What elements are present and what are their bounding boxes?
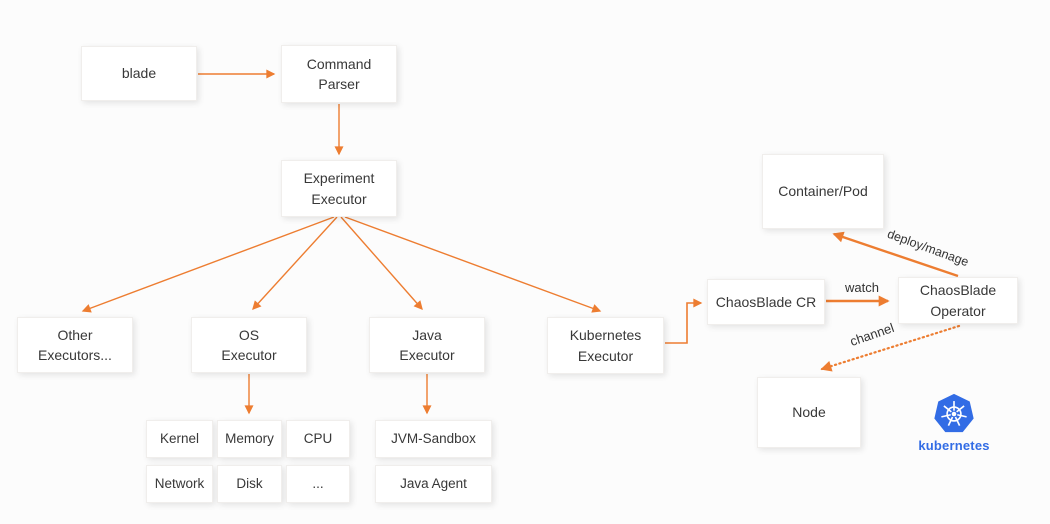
kubernetes-logo-label: kubernetes bbox=[918, 438, 990, 453]
node-memory: Memory bbox=[217, 420, 282, 458]
node-java-agent: Java Agent bbox=[375, 465, 492, 503]
node-experiment-executor-label: Experiment Executor bbox=[303, 170, 375, 207]
node-kubernetes-executor-label: Kubernetes Executor bbox=[569, 327, 642, 364]
node-kubernetes-executor: Kubernetes Executor bbox=[547, 317, 664, 374]
kubernetes-logo: kubernetes bbox=[918, 391, 989, 453]
node-experiment-executor: Experiment Executor bbox=[281, 160, 397, 217]
kubernetes-helm-icon bbox=[934, 393, 974, 433]
node-more-ellipsis-label: ... bbox=[312, 476, 324, 492]
node-java-executor: Java Executor bbox=[369, 317, 485, 373]
edge-experiment-executor-to-java-executor bbox=[340, 216, 423, 311]
node-command-parser-label: Command Parser bbox=[306, 55, 372, 92]
node-chaosblade-operator-label: ChaosBlade Operator bbox=[919, 282, 997, 319]
node-command-parser: Command Parser bbox=[281, 45, 397, 103]
node-more-ellipsis: ... bbox=[286, 465, 350, 503]
node-kernel-label: Kernel bbox=[159, 431, 200, 447]
node-disk-label: Disk bbox=[236, 476, 263, 492]
edge-experiment-executor-to-kubernetes-executor bbox=[344, 216, 602, 313]
node-other-executors-label: Other Executors... bbox=[38, 326, 112, 363]
node-node: Node bbox=[757, 377, 861, 448]
node-container-pod-label: Container/Pod bbox=[778, 183, 868, 200]
node-blade-label: blade bbox=[121, 65, 157, 82]
node-memory-label: Memory bbox=[225, 431, 274, 447]
node-other-executors: Other Executors... bbox=[17, 317, 133, 373]
node-network-label: Network bbox=[154, 476, 205, 492]
node-chaosblade-cr-label: ChaosBlade CR bbox=[715, 293, 817, 310]
node-container-pod: Container/Pod bbox=[762, 154, 884, 229]
edge-label-watch: watch bbox=[845, 280, 879, 295]
node-disk: Disk bbox=[217, 465, 282, 503]
node-jvm-sandbox: JVM-Sandbox bbox=[375, 420, 492, 458]
node-kernel: Kernel bbox=[146, 420, 213, 458]
node-cpu: CPU bbox=[286, 420, 350, 458]
edge-experiment-executor-to-os-executor bbox=[252, 216, 338, 310]
node-blade: blade bbox=[81, 46, 197, 101]
node-java-agent-label: Java Agent bbox=[400, 476, 467, 492]
edge-kubernetes-executor-to-chaosblade-cr bbox=[665, 298, 703, 344]
node-os-executor: OS Executor bbox=[191, 317, 307, 373]
node-chaosblade-cr: ChaosBlade CR bbox=[707, 279, 825, 325]
edge-experiment-executor-to-other-executors bbox=[81, 216, 335, 313]
edge-chaosblade-operator-deploy-manage-container-pod bbox=[832, 231, 959, 278]
node-os-executor-label: OS Executor bbox=[221, 326, 277, 363]
node-jvm-sandbox-label: JVM-Sandbox bbox=[391, 431, 476, 447]
node-node-label: Node bbox=[792, 404, 826, 421]
node-java-executor-label: Java Executor bbox=[399, 326, 455, 363]
node-chaosblade-operator: ChaosBlade Operator bbox=[898, 277, 1018, 324]
node-cpu-label: CPU bbox=[303, 431, 333, 447]
node-network: Network bbox=[146, 465, 213, 503]
edge-chaosblade-operator-channel-node bbox=[820, 324, 961, 372]
